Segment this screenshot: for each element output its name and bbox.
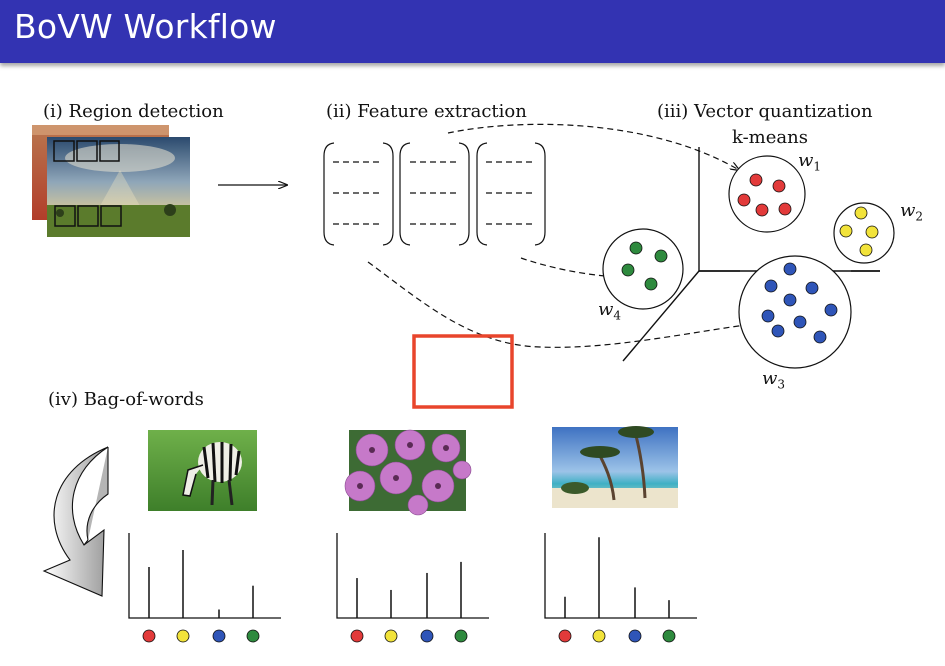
step-vector-quantization-label: (iii) Vector quantization [657,101,873,122]
visual-word-marker-green [246,629,260,643]
histogram-axis [336,533,489,619]
feature-vector [476,142,546,246]
feature-vector [323,142,394,246]
visual-word-marker-blue [420,629,434,643]
word-label-w2: w2 [900,200,924,224]
step-feature-extraction-label: (ii) Feature extraction [326,101,527,122]
visual-word-marker-red [142,629,156,643]
region-detection-images [32,125,190,237]
slide-title: BoVW Workflow [14,7,277,46]
highlight-box [412,334,514,409]
curved-arrow [42,446,109,597]
image-pink-flowers [344,429,472,516]
visual-word-marker-green [454,629,468,643]
cluster-w1 [728,155,806,233]
cluster-w3 [738,255,880,369]
visual-word-marker-blue [212,629,226,643]
visual-word-marker-red [350,629,364,643]
word-label-w3: w3 [762,368,786,392]
visual-word-marker-blue [628,629,642,643]
image-beach [552,426,678,508]
visual-word-marker-red [558,629,572,643]
histogram-axis [128,533,281,619]
quantization-arrows [367,123,760,348]
cluster-w2 [833,202,895,264]
visual-word-marker-green [662,629,676,643]
histogram-beach-trees [544,533,697,643]
image-zebra [148,430,257,511]
word-label-w1: w1 [798,150,822,174]
visual-word-marker-yellow [592,629,606,643]
word-label-w4: w4 [598,299,622,323]
step-region-detection-label: (i) Region detection [43,101,224,122]
visual-word-marker-yellow [176,629,190,643]
histogram-pink-flowers [336,533,489,643]
visual-word-marker-yellow [384,629,398,643]
feature-vectors [323,142,546,246]
title-bar: BoVW Workflow [0,0,945,63]
step-bag-of-words-label: (iv) Bag-of-words [48,389,204,410]
histogram-zebra [128,533,281,643]
detected-regions [53,140,122,227]
histograms [128,533,697,643]
kmeans-label: k-means [732,127,808,148]
histogram-axis [544,533,697,619]
cluster-w4 [602,228,684,310]
feature-vector [399,142,470,246]
